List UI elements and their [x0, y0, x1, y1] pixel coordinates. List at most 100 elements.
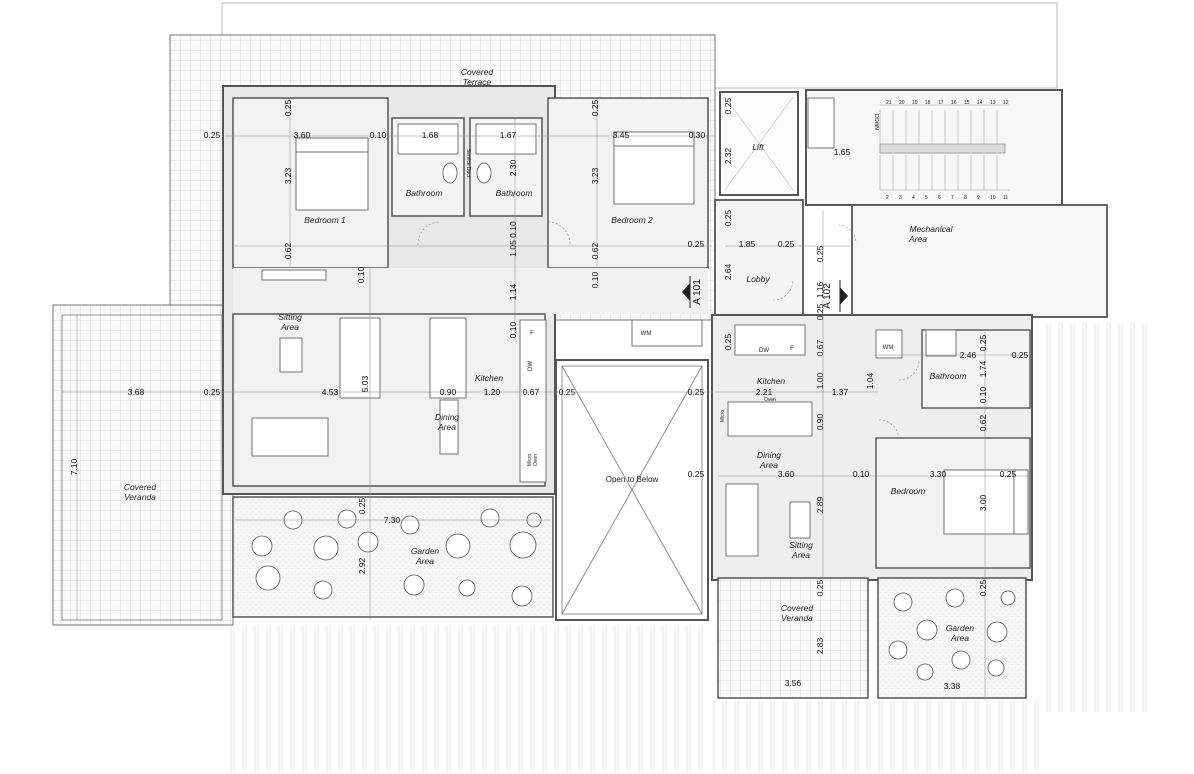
dim: 0.25 — [688, 469, 705, 479]
dim: 3.30 — [930, 469, 947, 479]
svg-text:18: 18 — [925, 100, 931, 106]
svg-text:19: 19 — [912, 100, 918, 106]
door-swings — [417, 221, 920, 441]
dim: 0.25 — [357, 497, 367, 514]
dining-area-right-label-2: Area — [759, 460, 778, 470]
dining-area-right-label-1: Dining — [757, 450, 781, 460]
dim: 0.25 — [815, 303, 825, 320]
bathroom-right-unit-label: Bathroom — [930, 371, 967, 381]
dim: 0.25 — [688, 387, 705, 397]
lobby-label: Lobby — [746, 274, 770, 284]
svg-text:8: 8 — [964, 195, 967, 201]
svg-text:14: 14 — [977, 100, 983, 106]
garden-area-left-label-2: Area — [415, 556, 434, 566]
covered-veranda-right-label-1: Covered — [781, 603, 813, 613]
dim: 1.68 — [422, 130, 439, 140]
svg-text:5: 5 — [925, 195, 928, 201]
dining-area-left-label-1: Dining — [435, 412, 459, 422]
dim: 3.38 — [944, 681, 961, 691]
dim: 3.45 — [613, 130, 630, 140]
dim: 0.10 — [356, 266, 366, 283]
svg-text:13: 13 — [990, 100, 996, 106]
dim: 0.25 — [723, 333, 733, 350]
dim: 1.65 — [834, 147, 851, 157]
dim: 2.30 — [508, 159, 518, 176]
stair-numbers-top: 21 20 19 18 17 16 15 14 13 12 — [886, 100, 1009, 106]
wm-left-label: WM — [641, 331, 652, 337]
bedroom2-label: Bedroom 2 — [611, 215, 653, 225]
dim: 2.46 — [960, 350, 977, 360]
covered-veranda-left-label-2: Veranda — [124, 492, 156, 502]
f-right-label: F — [790, 346, 794, 352]
dim: 0.67 — [523, 387, 540, 397]
dim: 3.68 — [128, 387, 145, 397]
svg-text:3: 3 — [899, 195, 902, 201]
dim: 3.60 — [778, 469, 795, 479]
dim: 1.14 — [508, 283, 518, 300]
dim: 2.83 — [815, 637, 825, 654]
stair-numbers-bottom: 2 3 4 5 6 7 8 9 10 11 — [886, 195, 1008, 201]
svg-text:20: 20 — [899, 100, 905, 106]
dim: 1.85 — [739, 239, 756, 249]
dim: 2.21 — [756, 387, 773, 397]
dim: 0.25 — [723, 97, 733, 114]
dim: 0.25 — [559, 387, 576, 397]
dim: 0.10 — [370, 130, 387, 140]
lift-label: Lift — [752, 142, 764, 152]
covered-veranda-right-floor — [717, 577, 869, 699]
dim: 0.10 — [978, 386, 988, 403]
sitting-area-left-label-1: Sitting — [278, 312, 302, 322]
section-marker-a102: A 102 — [822, 280, 848, 312]
dim: 0.67 — [815, 339, 825, 356]
dim: 2.89 — [815, 496, 825, 513]
covered-veranda-left-label-1: Covered — [124, 482, 156, 492]
svg-text:6: 6 — [938, 195, 941, 201]
section-a102-label: A 102 — [822, 283, 833, 309]
dim: 0.25 — [590, 99, 600, 116]
mechanical-area-label-1: Mechanical — [910, 224, 954, 234]
svg-text:15: 15 — [964, 100, 970, 106]
dim: 0.25 — [815, 245, 825, 262]
dw-right-label: DW — [759, 348, 769, 354]
dim: 1.04 — [865, 372, 875, 389]
dim: 0.25 — [283, 99, 293, 116]
dim: 0.90 — [440, 387, 457, 397]
section-a101-label: A 101 — [692, 279, 703, 305]
dim: 3.23 — [590, 167, 600, 184]
sitting-area-right-label-1: Sitting — [789, 540, 813, 550]
dim: 1.67 — [500, 130, 517, 140]
dim: 1.00 — [815, 372, 825, 389]
f-left-label: F — [530, 331, 534, 337]
dim: 3.23 — [283, 167, 293, 184]
dining-area-left-label-2: Area — [437, 422, 456, 432]
dim: 0.25 — [978, 334, 988, 351]
dim: 0.62 — [978, 414, 988, 431]
covered-terrace-label-1: Covered — [461, 67, 493, 77]
svg-text:21: 21 — [886, 100, 892, 106]
dim: 0.30 — [689, 130, 706, 140]
svg-text:2: 2 — [886, 195, 889, 201]
bathroom-left-label: Bathroom — [406, 188, 443, 198]
covered-veranda-left-floor — [52, 304, 234, 626]
kitchen-right-label: Kitchen — [757, 376, 786, 386]
covered-veranda-right-label-2: Veranda — [781, 613, 813, 623]
pergola-bottom-left — [228, 625, 710, 771]
dim: 3.60 — [294, 130, 311, 140]
dim: 0.25 — [778, 239, 795, 249]
dim: 0.25 — [1000, 469, 1017, 479]
garden-plants — [251, 508, 1016, 681]
dim: 1.20 — [484, 387, 501, 397]
stair-treads — [879, 104, 1010, 191]
svg-text:4: 4 — [912, 195, 915, 201]
pergola-right — [1042, 322, 1148, 712]
svg-text:11: 11 — [1003, 195, 1008, 201]
dim: 1.16 — [815, 281, 825, 298]
dim: 4.53 — [322, 387, 339, 397]
dim: 3.56 — [785, 678, 802, 688]
bedroom-right-unit-label: Bedroom — [891, 486, 926, 496]
dim: 2.32 — [723, 147, 733, 164]
dim: 1.37 — [832, 387, 849, 397]
svg-text:9: 9 — [977, 195, 980, 201]
stair-down-label: DOWN — [873, 114, 879, 130]
svg-text:7: 7 — [951, 195, 954, 201]
